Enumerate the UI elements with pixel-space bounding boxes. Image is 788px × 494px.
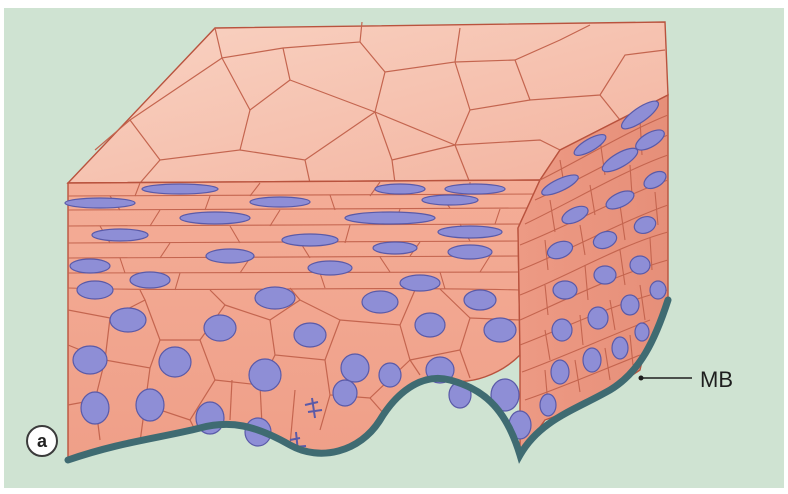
panel-label: a	[26, 425, 58, 457]
basement-membrane-label: MB	[700, 367, 733, 393]
